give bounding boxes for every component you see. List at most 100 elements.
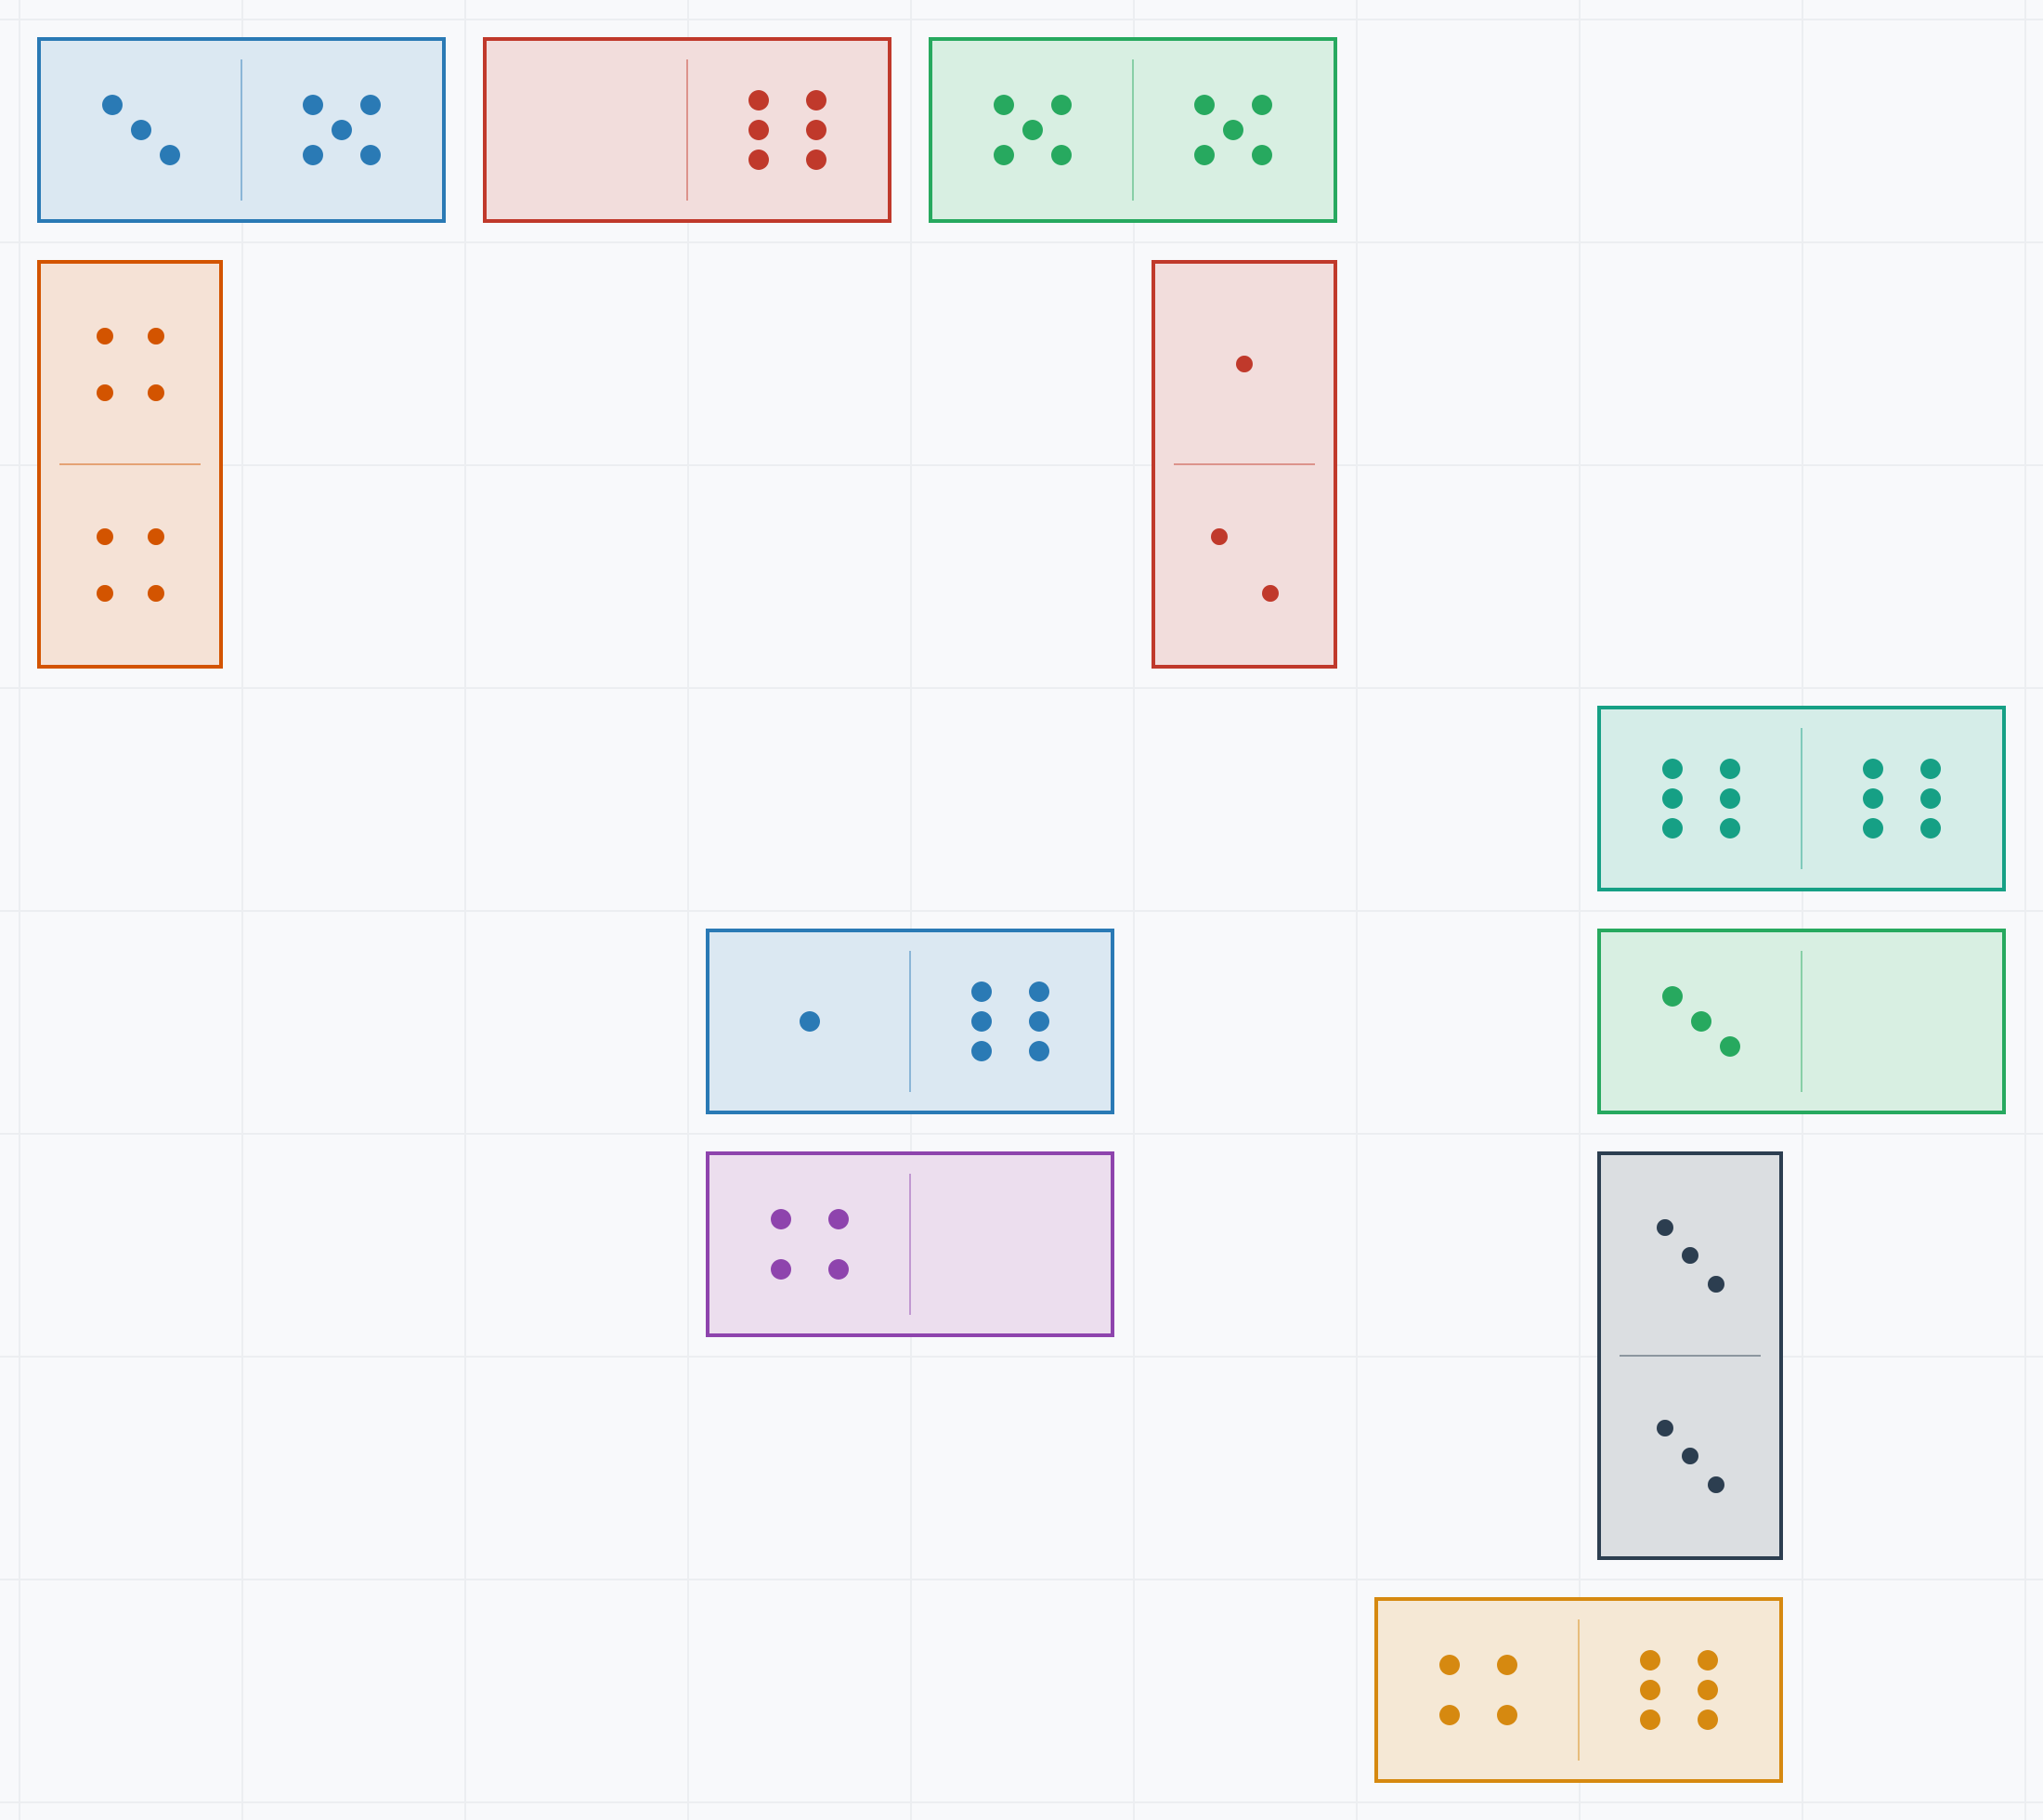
domino-divider xyxy=(1578,1619,1580,1761)
pip xyxy=(1194,95,1215,115)
domino-5-5[interactable] xyxy=(929,37,1337,223)
pip xyxy=(1051,145,1072,165)
pip xyxy=(147,327,164,344)
pip xyxy=(1662,986,1683,1007)
domino-3-5[interactable] xyxy=(37,37,446,223)
pip xyxy=(1223,120,1243,140)
pip xyxy=(1439,1655,1460,1675)
domino-half-a xyxy=(709,1155,910,1333)
domino-half-a xyxy=(487,41,687,219)
pip xyxy=(1656,1419,1673,1436)
pip xyxy=(1662,758,1683,779)
domino-1-6[interactable] xyxy=(706,929,1114,1114)
pip xyxy=(1640,1710,1660,1731)
pip xyxy=(1863,758,1883,779)
pip xyxy=(771,1209,791,1229)
domino-half-b xyxy=(1802,932,2002,1111)
pip xyxy=(971,1011,992,1032)
domino-half-b xyxy=(1133,41,1334,219)
pip xyxy=(1029,1041,1049,1062)
pip xyxy=(1920,818,1941,839)
domino-half-a xyxy=(1601,1155,1779,1356)
domino-half-a xyxy=(1155,264,1334,464)
domino-divider xyxy=(59,463,201,465)
domino-divider xyxy=(241,59,242,201)
pip xyxy=(131,120,151,140)
domino-1-2[interactable] xyxy=(1152,260,1337,669)
domino-divider xyxy=(1620,1355,1761,1357)
pip xyxy=(1682,1448,1698,1464)
domino-half-b xyxy=(41,464,219,665)
domino-divider xyxy=(909,951,911,1092)
domino-divider xyxy=(1801,951,1802,1092)
domino-4-6[interactable] xyxy=(1374,1597,1783,1783)
pip xyxy=(147,584,164,602)
pip xyxy=(1640,1680,1660,1700)
pip xyxy=(1194,145,1215,165)
pip xyxy=(1051,95,1072,115)
domino-half-b xyxy=(687,41,888,219)
domino-half-a xyxy=(709,932,910,1111)
domino-half-b xyxy=(1601,1356,1779,1556)
pip xyxy=(332,120,352,140)
domino-0-6[interactable] xyxy=(483,37,891,223)
pip xyxy=(800,1011,820,1032)
pip xyxy=(303,95,323,115)
pip xyxy=(748,89,769,110)
pip xyxy=(1252,145,1272,165)
pip xyxy=(1640,1649,1660,1670)
domino-divider xyxy=(1132,59,1134,201)
pip xyxy=(994,145,1014,165)
pip xyxy=(1029,981,1049,1002)
pip xyxy=(96,384,113,401)
pip xyxy=(748,150,769,171)
pip xyxy=(1497,1655,1517,1675)
domino-4-4[interactable] xyxy=(37,260,223,669)
pip xyxy=(1662,818,1683,839)
pip xyxy=(1497,1705,1517,1725)
pip xyxy=(1863,818,1883,839)
domino-half-b xyxy=(910,932,1111,1111)
pip xyxy=(1863,788,1883,809)
pip xyxy=(360,145,381,165)
pip xyxy=(1682,1247,1698,1264)
pip xyxy=(1720,1036,1740,1057)
pip xyxy=(303,145,323,165)
pip xyxy=(1720,788,1740,809)
domino-4-0[interactable] xyxy=(706,1151,1114,1337)
pip xyxy=(1439,1705,1460,1725)
domino-3-0[interactable] xyxy=(1597,929,2006,1114)
pip xyxy=(147,384,164,401)
pip xyxy=(828,1209,849,1229)
domino-half-a xyxy=(1601,932,1802,1111)
pip xyxy=(971,1041,992,1062)
pip xyxy=(160,145,180,165)
pip xyxy=(806,150,826,171)
pip xyxy=(96,327,113,344)
pip xyxy=(1720,818,1740,839)
pip xyxy=(96,527,113,545)
domino-3-3[interactable] xyxy=(1597,1151,1783,1560)
domino-half-b xyxy=(241,41,442,219)
domino-6-6[interactable] xyxy=(1597,706,2006,891)
domino-divider xyxy=(686,59,688,201)
domino-half-a xyxy=(1378,1601,1579,1779)
pip xyxy=(1707,1476,1724,1493)
pip xyxy=(1698,1680,1718,1700)
pip xyxy=(147,527,164,545)
pip xyxy=(1720,758,1740,779)
pip xyxy=(994,95,1014,115)
pip xyxy=(1707,1275,1724,1293)
pip xyxy=(806,120,826,140)
pip xyxy=(1662,788,1683,809)
pip xyxy=(1210,527,1228,545)
domino-divider xyxy=(909,1174,911,1315)
pip xyxy=(1252,95,1272,115)
domino-half-b xyxy=(910,1155,1111,1333)
domino-half-b xyxy=(1579,1601,1779,1779)
pip xyxy=(828,1259,849,1280)
domino-half-b xyxy=(1802,709,2002,888)
pip xyxy=(102,95,123,115)
pip xyxy=(1029,1011,1049,1032)
